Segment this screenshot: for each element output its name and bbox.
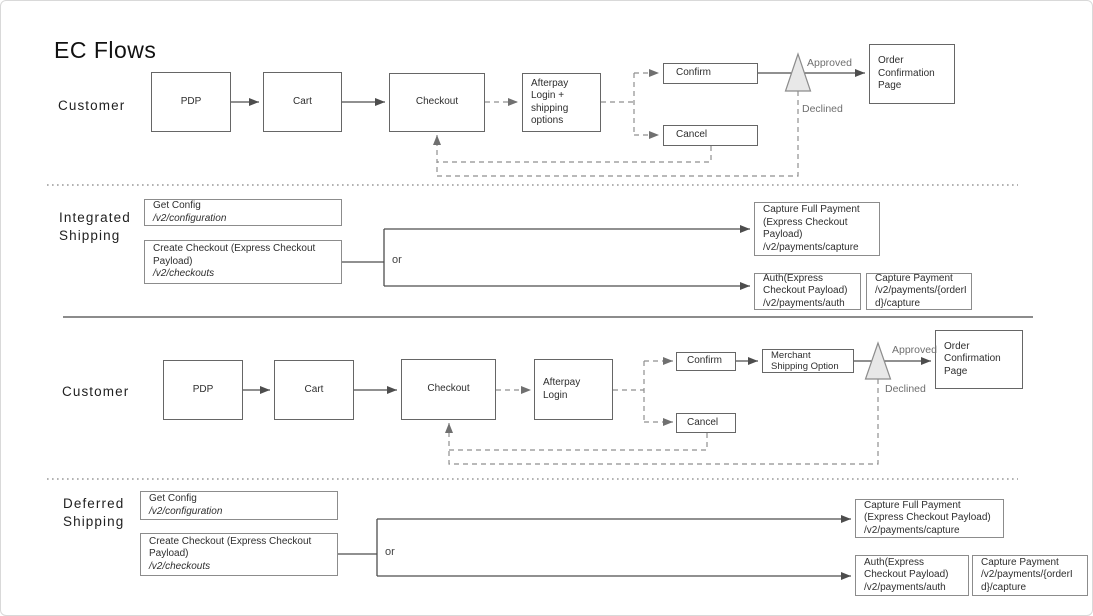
node-checkout-lane3: Checkout [401,359,496,420]
lane1-label: Customer [58,98,126,113]
node-confirm-lane1: Confirm [663,63,758,84]
node-capture-payment-lane4: Capture Payment /v2/payments/{orderI d}/… [972,555,1088,596]
node-create-checkout-lane2: Create Checkout (Express Checkout Payloa… [144,240,342,284]
approved-label-lane1: Approved [807,57,852,69]
lane4-or-branch [338,515,851,580]
node-cart-lane3: Cart [274,360,354,420]
node-pdp-lane1: PDP [151,72,231,132]
or-label-lane4: or [385,546,395,558]
node-cancel-lane3: Cancel [676,413,736,433]
node-get-config-lane2: Get Config/v2/configuration [144,199,342,226]
node-capture-full-payment-lane2: Capture Full Payment (Express Checkout P… [754,202,880,256]
node-afterpay-login-lane1: Afterpay Login + shipping options [522,73,601,132]
node-confirm-lane3: Confirm [676,352,736,371]
approved-label-lane3: Approved [892,344,937,356]
lane2-label: Integrated Shipping [59,210,131,243]
node-capture-payment-lane2: Capture Payment /v2/payments/{orderI d}/… [866,273,972,310]
lane-dividers [47,184,1033,480]
declined-label-lane1: Declined [802,103,843,115]
decision-triangle-lane3 [864,341,892,380]
diagram-title: EC Flows [54,37,157,63]
node-merchant-shipping-option: Merchant Shipping Option [762,349,854,373]
node-afterpay-login-lane3: Afterpay Login [534,359,613,420]
node-get-config-lane4: Get Config/v2/configuration [140,491,338,520]
node-pdp-lane3: PDP [163,360,243,420]
lane3-dashed-arrows [445,357,879,465]
node-auth-lane2: Auth(Express Checkout Payload) /v2/payme… [754,273,861,310]
node-order-confirmation-lane3: Order Confirmation Page [935,330,1023,389]
node-cart-lane1: Cart [263,72,342,132]
lane4-label: Deferred Shipping [63,496,125,529]
decision-triangle-lane1 [784,52,812,92]
node-order-confirmation-lane1: Order Confirmation Page [869,44,955,104]
lane3-solid-arrows [243,357,931,394]
node-checkout-lane1: Checkout [389,73,485,132]
node-cancel-lane1: Cancel [663,125,758,146]
or-label-lane2: or [392,254,402,266]
lane2-or-branch [342,225,750,290]
declined-label-lane3: Declined [885,383,926,395]
node-create-checkout-lane4: Create Checkout (Express Checkout Payloa… [140,533,338,576]
lane3-label: Customer [62,384,130,399]
lane1-dashed-arrows [433,69,799,177]
lane1-solid-arrows [231,69,865,106]
node-auth-lane4: Auth(Express Checkout Payload) /v2/payme… [855,555,969,596]
node-capture-full-payment-lane4: Capture Full Payment (Express Checkout P… [855,499,1004,538]
